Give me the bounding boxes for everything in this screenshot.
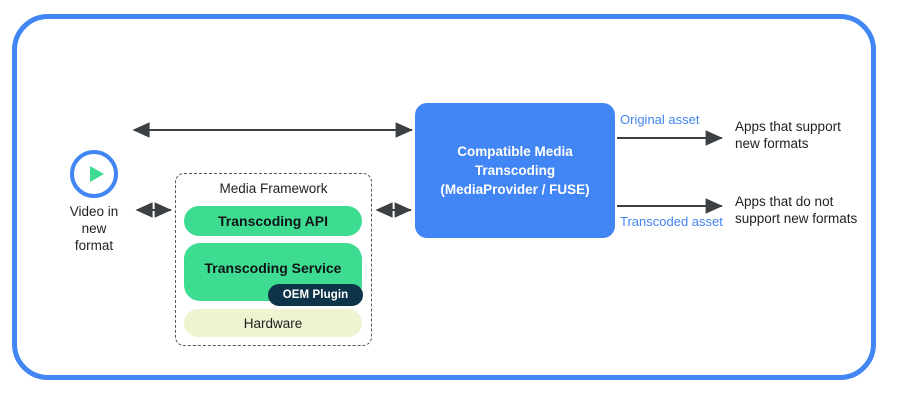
transcoding-api-box: Transcoding API: [184, 206, 362, 236]
compatible-media-transcoding-box: Compatible Media Transcoding (MediaProvi…: [415, 103, 615, 238]
original-asset-edge-label: Original asset: [620, 112, 700, 127]
play-circle-icon: [70, 150, 118, 198]
apps-no-support-new-formats-label: Apps that do not support new formats: [735, 194, 858, 226]
apps-support-new-formats-label: Apps that support new formats: [735, 119, 841, 151]
media-framework-container: [175, 173, 372, 346]
media-framework-title: Media Framework: [219, 181, 328, 196]
hardware-box: Hardware: [184, 309, 362, 337]
video-source-caption: Video in new format: [69, 204, 119, 253]
oem-plugin-badge: OEM Plugin: [268, 284, 363, 306]
play-triangle-icon: [90, 166, 104, 182]
transcoding-service-label: Transcoding Service: [204, 260, 342, 276]
transcoded-asset-edge-label: Transcoded asset: [620, 214, 723, 229]
